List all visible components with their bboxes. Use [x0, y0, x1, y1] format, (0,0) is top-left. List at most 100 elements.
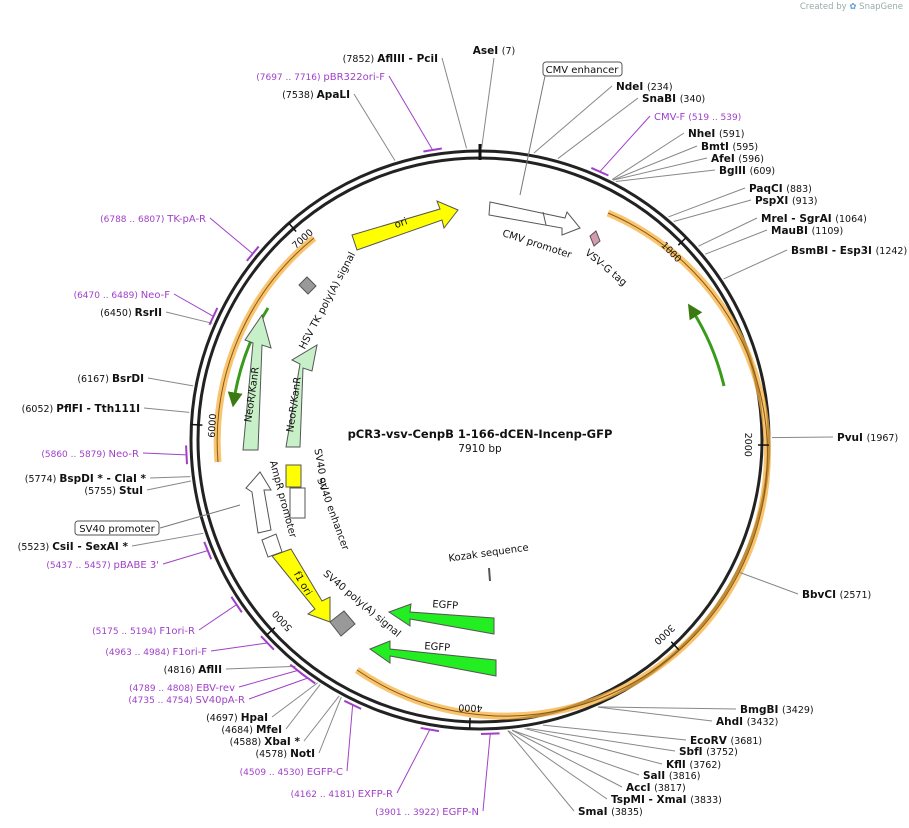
enzyme-site-label[interactable]: PaqCI (883)	[749, 183, 812, 195]
cmv-enhancer-label: CMV enhancer	[546, 65, 620, 76]
enzyme-site-label[interactable]: (6167) BsrDI	[77, 373, 144, 385]
leader-line	[524, 728, 663, 765]
feature-neor-kanr-inner	[285, 343, 318, 448]
primer-label[interactable]: (4735 .. 4754) SV40pA-R	[128, 695, 245, 706]
enzyme-site-label[interactable]: MauBI (1109)	[771, 225, 843, 237]
enzyme-site-label[interactable]: PspXI (913)	[755, 195, 817, 207]
enzyme-site-label[interactable]: (4816) AflII	[164, 664, 222, 676]
enzyme-name: BsmBI - Esp3I	[791, 245, 876, 257]
enzyme-site-label[interactable]: (5755) StuI	[84, 485, 143, 497]
snapgene-logo-icon: ✿	[849, 2, 857, 12]
enzyme-site-label[interactable]: SbfI (3752)	[679, 746, 738, 758]
enzyme-site-label[interactable]: BsmBI - Esp3I (1242)	[791, 245, 907, 257]
primer-label[interactable]: (6470 .. 6489) Neo-F	[74, 290, 171, 301]
enzyme-site-label[interactable]: MreI - SgrAI (1064)	[761, 213, 867, 225]
primer-binding-mark	[423, 147, 442, 153]
enzyme-site-label[interactable]: NdeI (234)	[616, 81, 673, 93]
primer-range: (4789 .. 4808)	[129, 684, 196, 694]
enzyme-name: TspMI - XmaI	[611, 794, 690, 806]
enzyme-site-label[interactable]: BmgBI (3429)	[740, 704, 814, 716]
primer-label[interactable]: (4789 .. 4808) EBV-rev	[129, 683, 235, 694]
primer-binding-mark	[246, 245, 260, 262]
feature-ampr-promoter	[245, 471, 272, 534]
primer-binding-mark	[343, 699, 362, 710]
enzyme-site-label[interactable]: (5774) BspDI * - ClaI *	[25, 473, 147, 485]
enzyme-position: (3816)	[669, 771, 701, 782]
primer-label[interactable]: (7697 .. 7716) pBR322ori-F	[256, 72, 385, 83]
enzyme-site-label[interactable]: TspMI - XmaI (3833)	[611, 794, 722, 806]
primer-name: EGFP-N	[442, 807, 479, 818]
primer-name: SV40pA-R	[196, 695, 245, 706]
enzyme-name: BsrDI	[112, 373, 144, 385]
primer-binding-mark	[420, 726, 440, 733]
primer-label[interactable]: (4509 .. 4530) EGFP-C	[240, 767, 343, 778]
enzyme-site-label[interactable]: SmaI (3835)	[578, 806, 643, 818]
enzyme-position: (7852)	[343, 54, 378, 65]
enzyme-site-label[interactable]: NheI (591)	[688, 128, 745, 140]
enzyme-site-label[interactable]: BbvCI (2571)	[802, 589, 871, 601]
primer-label[interactable]: (5860 .. 5879) Neo-R	[41, 449, 139, 460]
backbone-tick-label: 4000	[458, 701, 483, 713]
enzyme-site-label[interactable]: (6052) PflFI - Tth111I	[22, 403, 140, 415]
primer-label[interactable]: (4162 .. 4181) EXFP-R	[291, 789, 393, 800]
enzyme-site-label[interactable]: AccI (3817)	[626, 782, 686, 794]
primer-label[interactable]: (6788 .. 6807) TK-pA-R	[100, 214, 206, 225]
enzyme-site-label[interactable]: (6450) RsrII	[100, 307, 162, 319]
enzyme-site-label[interactable]: (7538) ApaLI	[282, 89, 350, 101]
primer-name: CMV-F	[654, 112, 688, 123]
primer-range: (5175 .. 5194)	[92, 627, 159, 637]
enzyme-position: (591)	[719, 129, 745, 140]
enzyme-position: (340)	[680, 94, 706, 105]
enzyme-position: (4816)	[164, 665, 199, 676]
enzyme-site-label[interactable]: (4697) HpaI	[206, 712, 268, 724]
brand-prefix: Created by	[799, 2, 847, 12]
enzyme-position: (3835)	[611, 807, 643, 818]
cmv-enhancer-leader	[519, 75, 546, 196]
enzyme-name: RsrII	[135, 307, 162, 319]
primer-label[interactable]: (4963 .. 4984) F1ori-F	[105, 647, 207, 658]
enzyme-site-label[interactable]: BglII (609)	[719, 165, 775, 177]
enzyme-site-label[interactable]: EcoRV (3681)	[690, 735, 762, 747]
leader-line	[739, 572, 799, 595]
enzyme-site-label[interactable]: AfeI (596)	[711, 153, 764, 165]
primer-range: (7697 .. 7716)	[256, 73, 323, 83]
primer-label[interactable]: CMV-F (519 .. 539)	[654, 112, 741, 123]
primer-label[interactable]: (5437 .. 5457) pBABE 3'	[46, 560, 159, 571]
enzyme-site-label[interactable]: (7852) AflIII - PciI	[343, 53, 438, 65]
enzyme-site-label[interactable]: (4578) NotI	[255, 748, 315, 760]
enzyme-site-label[interactable]: PvuI (1967)	[837, 432, 898, 444]
feature-egfp-lower-label: EGFP	[424, 641, 451, 654]
feature-egfp-upper-label: EGFP	[432, 599, 459, 612]
primer-name: TK-pA-R	[166, 214, 206, 225]
enzyme-name: ApaLI	[317, 89, 350, 101]
enzyme-site-label[interactable]: (5523) CsiI - SexAI *	[18, 541, 129, 553]
enzyme-position: (4697)	[206, 713, 241, 724]
primer-range: (519 .. 539)	[688, 113, 741, 123]
primer-binding-mark	[590, 166, 609, 177]
enzyme-site-label[interactable]: BmtI (595)	[701, 141, 758, 153]
enzyme-position: (883)	[786, 184, 812, 195]
feature-sv40-polya	[329, 610, 356, 637]
enzyme-position: (7)	[502, 46, 515, 57]
leader-line	[698, 217, 758, 247]
primer-label[interactable]: (3901 .. 3922) EGFP-N	[375, 807, 479, 818]
backbone-tick-label: 2000	[742, 433, 753, 457]
leader-line	[526, 727, 676, 752]
primer-leader	[142, 452, 187, 456]
enzyme-position: (6450)	[100, 308, 135, 319]
primer-label[interactable]: (5175 .. 5194) F1ori-R	[92, 626, 195, 637]
enzyme-site-label[interactable]: SnaBI (340)	[642, 93, 705, 105]
feature-cmv-divider	[542, 211, 547, 226]
feature-sv40-ori	[285, 464, 302, 488]
enzyme-site-label[interactable]: SalI (3816)	[643, 770, 700, 782]
feature-kozak-mark	[488, 567, 491, 582]
enzyme-site-label[interactable]: (4684) MfeI	[221, 724, 282, 736]
primer-name: Neo-R	[109, 449, 140, 460]
enzyme-site-label[interactable]: KflI (3762)	[666, 759, 721, 771]
enzyme-site-label[interactable]: AseI (7)	[473, 45, 516, 57]
enzyme-site-label[interactable]: (4588) XbaI *	[230, 736, 301, 748]
leader-line	[481, 57, 495, 149]
feature-kozak-label: Kozak sequence	[448, 542, 529, 564]
enzyme-site-label[interactable]: AhdI (3432)	[716, 716, 778, 728]
primer-binding-mark	[260, 635, 275, 651]
